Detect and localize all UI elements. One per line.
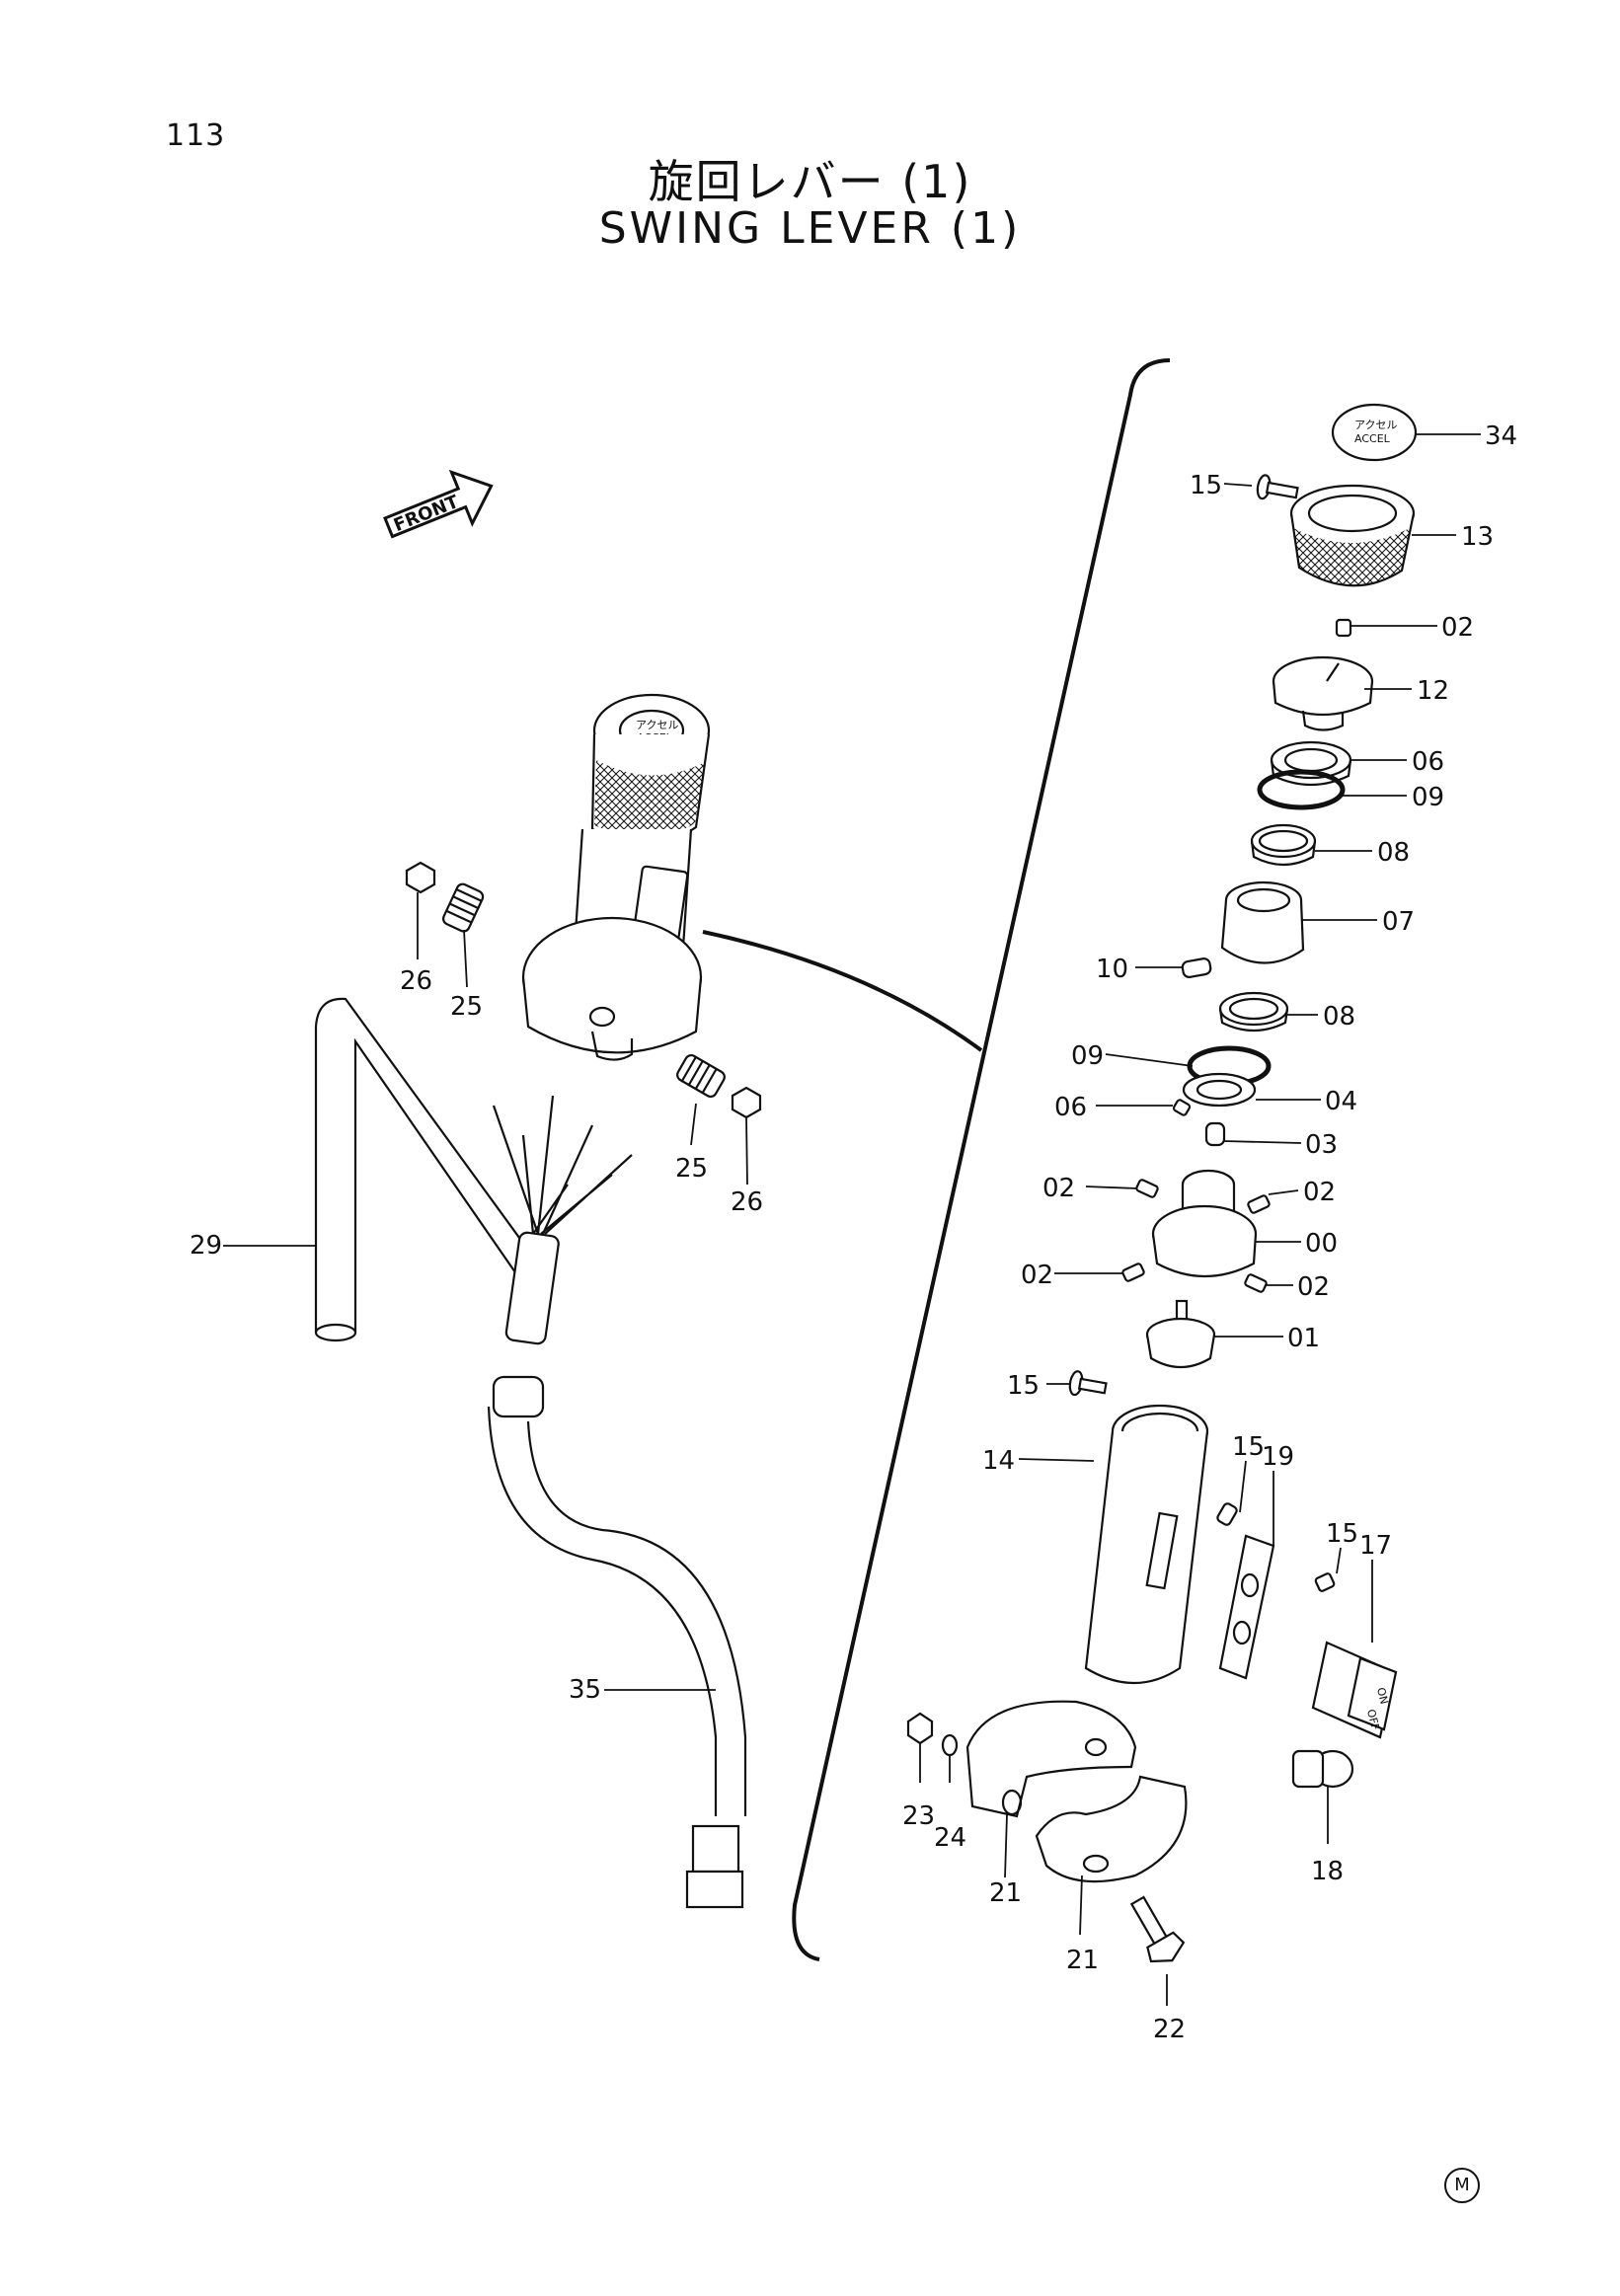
callout-08: 08 <box>1377 838 1410 868</box>
nut-26-lower <box>731 1086 762 1119</box>
callout-02: 02 <box>1021 1261 1053 1290</box>
callout-15: 15 <box>1326 1519 1358 1549</box>
callout-29: 29 <box>190 1231 222 1261</box>
part-clamp-21-lower <box>1035 1775 1188 1883</box>
part-lamp-18 <box>1291 1749 1354 1789</box>
callout-15: 15 <box>1232 1432 1265 1462</box>
callout-02: 02 <box>1042 1174 1075 1203</box>
part-bushing-06-top <box>1270 740 1352 787</box>
callout-04: 06 <box>1054 1093 1087 1122</box>
part-cap-34: アクセル ACCEL <box>1331 403 1418 462</box>
assembled-lever: アクセル ACCEL <box>521 693 711 1061</box>
part-screw-15-plate <box>1314 1572 1336 1592</box>
callout-19: 19 <box>1262 1442 1294 1472</box>
callout-09: 09 <box>1071 1041 1104 1071</box>
title-english: SWING LEVER (1) <box>598 203 1022 254</box>
part-body-00 <box>1151 1169 1258 1277</box>
grip-cap-text-1: アクセル <box>636 719 678 731</box>
part-bushing-06-mid <box>1182 1072 1257 1108</box>
part-washer-24 <box>941 1733 959 1757</box>
part-switch-17: ON OFF <box>1311 1641 1398 1739</box>
part-cap-text-2: ACCEL <box>1354 432 1391 445</box>
part-bolt-22 <box>1129 1895 1186 1963</box>
part-tube-14 <box>1084 1404 1209 1684</box>
callout-03: 03 <box>1305 1130 1338 1160</box>
callout-02: 02 <box>1297 1272 1330 1302</box>
front-arrow: FRONT <box>383 469 494 539</box>
callout-07: 07 <box>1382 907 1415 937</box>
callout-12: 12 <box>1417 676 1449 706</box>
callout-13: 13 <box>1461 522 1494 552</box>
front-arrow-label: FRONT <box>391 492 462 537</box>
callout-34: 34 <box>1485 421 1517 451</box>
leader-curve <box>702 930 983 1052</box>
callout-21: 21 <box>989 1878 1022 1908</box>
callout-22: 22 <box>1153 2015 1186 2044</box>
part-ring-08-top <box>1250 823 1317 867</box>
callout-25: 25 <box>675 1154 708 1184</box>
callout-25: 25 <box>450 992 483 1022</box>
part-oring-09-top <box>1257 769 1346 810</box>
callout-06: 06 <box>1412 747 1444 777</box>
callout-00: 00 <box>1305 1229 1338 1259</box>
part-housing-07 <box>1220 880 1305 964</box>
bracket-line <box>792 358 1171 1961</box>
nut-26-upper <box>405 861 436 894</box>
manufacturer-stamp: M <box>1444 2168 1480 2203</box>
callout-labels: 34 15 13 02 12 06 09 08 07 10 08 09 04 0… <box>190 421 1517 2044</box>
leader-lines <box>223 433 1481 2006</box>
callout-15: 15 <box>1190 471 1222 500</box>
part-plate-19 <box>1218 1534 1275 1680</box>
part-setscrew-02-top <box>1335 618 1352 638</box>
callout-09: 09 <box>1412 783 1444 812</box>
part-cap-text-1: アクセル <box>1354 419 1397 431</box>
callout-08: 08 <box>1323 1002 1355 1032</box>
rod-29 <box>314 997 539 1342</box>
switch-off-label: OFF <box>1364 1708 1382 1731</box>
callout-02: 02 <box>1303 1178 1336 1207</box>
callout-01: 01 <box>1287 1324 1320 1353</box>
part-ring-08-mid <box>1218 991 1289 1033</box>
switch-on-label: ON <box>1374 1686 1391 1706</box>
callout-35: 35 <box>569 1675 601 1705</box>
callout-18: 18 <box>1311 1857 1344 1886</box>
stud-25-lower <box>676 1053 726 1099</box>
callout-14: 14 <box>982 1446 1015 1476</box>
callout-26: 26 <box>400 966 432 996</box>
callout-24: 24 <box>934 1823 966 1853</box>
part-setscrew-04 <box>1172 1099 1192 1116</box>
part-cap-12 <box>1272 655 1374 731</box>
page-number: 113 <box>166 118 226 153</box>
callout-17: 17 <box>1359 1531 1392 1561</box>
cable-35 <box>487 1095 747 1909</box>
callout-02: 02 <box>1441 613 1474 643</box>
part-knurled-grip-13 <box>1289 484 1416 587</box>
callout-23: 23 <box>902 1801 935 1831</box>
callout-10: 10 <box>1096 955 1128 984</box>
callout-06: 04 <box>1325 1087 1357 1116</box>
part-screw-15-side <box>1216 1502 1238 1526</box>
title-japanese: 旋回レバー (1) <box>648 155 972 208</box>
part-pin-10 <box>1181 957 1212 978</box>
stud-25-upper <box>441 882 485 933</box>
part-nut-23 <box>906 1712 934 1745</box>
part-screw-15-mid <box>1068 1370 1108 1397</box>
callout-15: 15 <box>1007 1371 1040 1401</box>
part-bush-03 <box>1204 1121 1226 1147</box>
part-screw-15-top <box>1256 474 1299 500</box>
part-actuator-01 <box>1145 1299 1216 1368</box>
callout-21: 21 <box>1066 1946 1099 1975</box>
part-clamp-21-upper <box>965 1700 1137 1818</box>
part-setscrews-02 <box>1121 1179 1271 1293</box>
callout-26: 26 <box>731 1187 763 1217</box>
